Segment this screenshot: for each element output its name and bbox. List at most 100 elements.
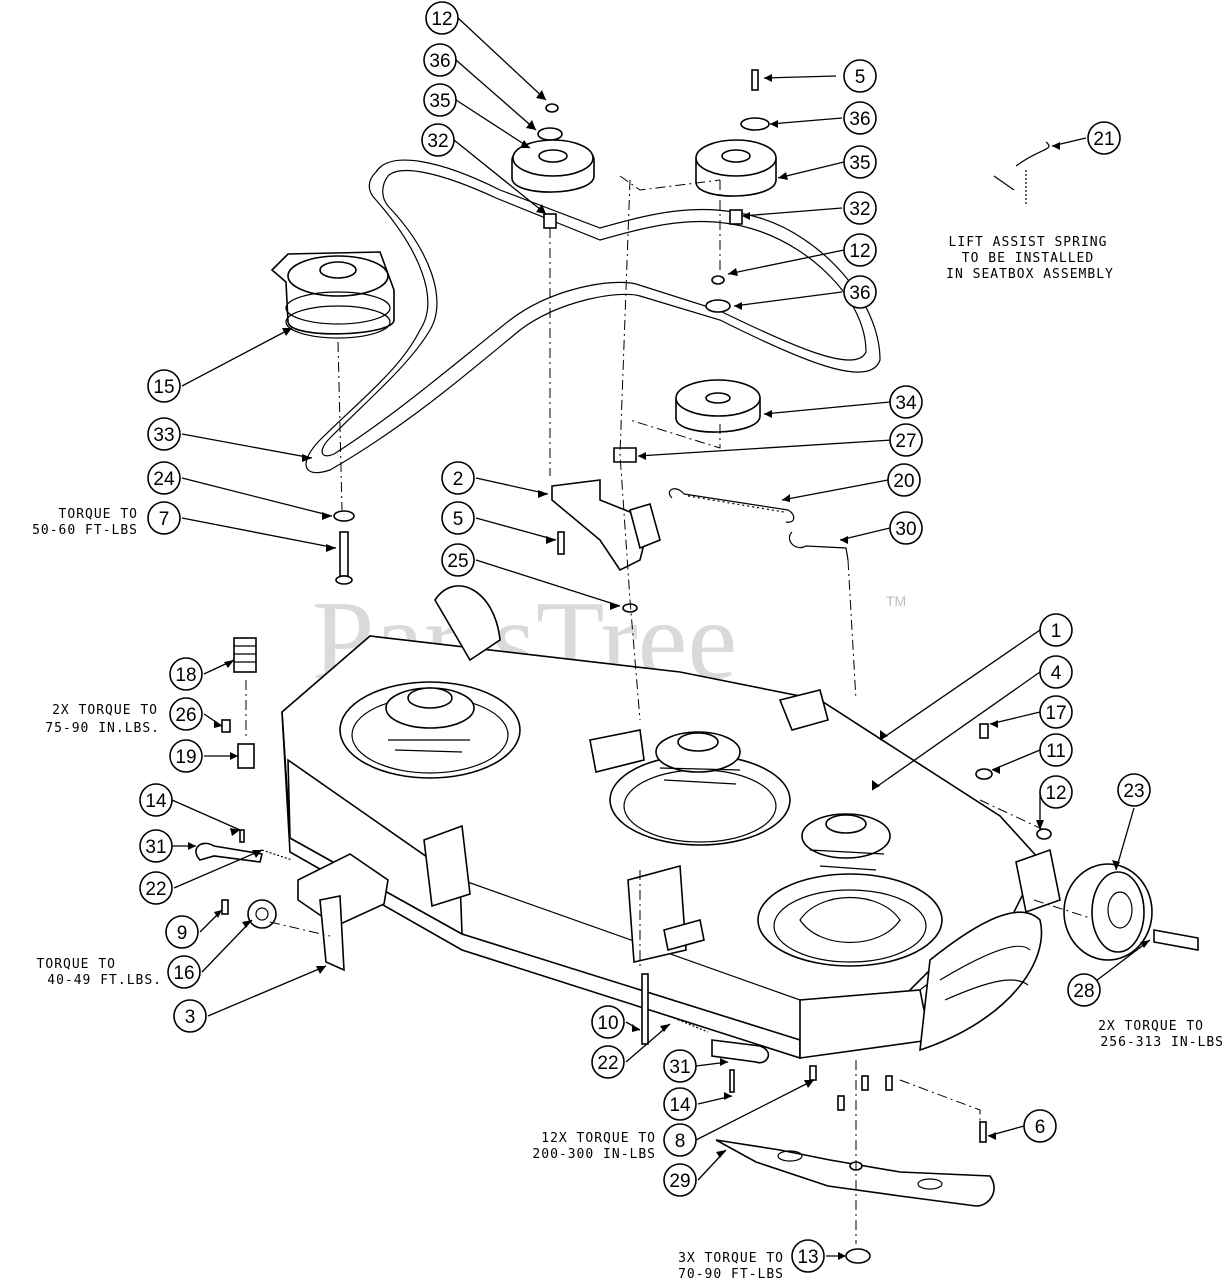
assembly-lines: [245, 175, 1091, 1244]
callout-29: 29: [663, 1163, 697, 1197]
callout-14: 14: [139, 783, 173, 817]
callout-circle: [1039, 695, 1073, 729]
callout-number: 31: [669, 1057, 690, 1078]
callout-number: 24: [153, 469, 175, 490]
callout-9: 9: [165, 915, 199, 949]
blade-bolts: [809, 1065, 987, 1143]
note-torque-28: 2X TORQUE TO 256-313 IN-LBS: [1098, 1019, 1223, 1050]
callout-36: 36: [423, 43, 457, 77]
note-torque-16: TORQUE TO 40-49 FT.LBS.: [37, 957, 161, 988]
callout-number: 12: [431, 9, 452, 30]
callout-circle: [1117, 773, 1151, 807]
idler-arm: [551, 479, 661, 572]
callout-number: 12: [849, 241, 870, 262]
callout-circle: [139, 783, 173, 817]
callout-number: 34: [895, 393, 917, 414]
callout-32: 32: [843, 191, 877, 225]
callout-circle: [1067, 973, 1101, 1007]
callout-circle: [147, 501, 181, 535]
callout-circle: [147, 417, 181, 451]
callout-number: 13: [797, 1247, 818, 1268]
callout-number: 15: [153, 377, 174, 398]
callout-number: 2: [453, 469, 464, 490]
callout-10: 10: [591, 1005, 625, 1039]
note-line: TO BE INSTALLED: [962, 251, 1094, 266]
note-line: TORQUE TO: [37, 957, 116, 972]
callout-number: 22: [597, 1053, 618, 1074]
note-torque-26: 2X TORQUE TO 75-90 IN.LBS.: [45, 703, 160, 736]
callout-number: 16: [173, 963, 194, 984]
callout-number: 36: [849, 109, 870, 130]
callout-24: 24: [147, 461, 181, 495]
callout-circle: [423, 83, 457, 117]
spindle-well-center: [589, 729, 791, 846]
callout-circle: [843, 145, 877, 179]
callout-5: 5: [843, 59, 877, 93]
callout-circle: [139, 829, 173, 863]
idler-pulley-left: [511, 103, 595, 229]
callouts: 1236353253635321236213427203015332472525…: [139, 1, 1151, 1273]
callout-number: 35: [429, 91, 450, 112]
callout-circle: [169, 739, 203, 773]
callout-16: 16: [167, 955, 201, 989]
callout-22: 22: [139, 871, 173, 905]
callout-36: 36: [843, 275, 877, 309]
callout-22: 22: [591, 1045, 625, 1079]
callout-31: 31: [139, 829, 173, 863]
callout-circle: [663, 1163, 697, 1197]
callout-circle: [1039, 775, 1073, 809]
callout-20: 20: [887, 463, 921, 497]
callout-circle: [889, 511, 923, 545]
callout-33: 33: [147, 417, 181, 451]
note-lift-assist: LIFT ASSIST SPRING TO BE INSTALLED IN SE…: [946, 235, 1113, 282]
callout-number: 12: [1045, 783, 1066, 804]
callout-circle: [843, 101, 877, 135]
callout-number: 33: [153, 425, 174, 446]
callout-circle: [165, 915, 199, 949]
callout-circle: [591, 1045, 625, 1079]
note-torque-7: TORQUE TO 50-60 FT-LBS: [32, 507, 138, 538]
note-line: TORQUE TO: [59, 507, 138, 522]
callout-27: 27: [889, 423, 923, 457]
callout-number: 36: [849, 283, 870, 304]
callout-12: 12: [1039, 775, 1073, 809]
callout-number: 23: [1123, 781, 1144, 802]
mower-blade: [715, 1139, 995, 1207]
callout-19: 19: [169, 739, 203, 773]
callout-circle: [425, 1, 459, 35]
callout-34: 34: [889, 385, 923, 419]
callout-circle: [889, 385, 923, 419]
callout-number: 20: [893, 471, 914, 492]
callout-circle: [1039, 613, 1073, 647]
callout-circle: [441, 461, 475, 495]
callout-number: 26: [175, 705, 196, 726]
callout-number: 7: [159, 509, 170, 530]
note-line: 12X TORQUE TO: [541, 1131, 656, 1146]
callout-circle: [887, 463, 921, 497]
callout-number: 19: [175, 747, 196, 768]
callout-number: 11: [1046, 741, 1066, 762]
callout-number: 4: [1051, 663, 1062, 684]
callout-circle: [139, 871, 173, 905]
callout-circle: [663, 1049, 697, 1083]
callout-number: 32: [427, 131, 448, 152]
note-line: 70-90 FT-LBS: [678, 1267, 784, 1280]
callout-number: 8: [675, 1131, 686, 1152]
extension-spring: [668, 488, 795, 523]
callout-17: 17: [1039, 695, 1073, 729]
note-line: LIFT ASSIST SPRING: [949, 235, 1108, 250]
electric-clutch: [270, 251, 395, 339]
callout-circle: [1039, 733, 1073, 767]
callout-6: 6: [1023, 1109, 1057, 1143]
callout-circle: [591, 1005, 625, 1039]
callout-circle: [167, 955, 201, 989]
callout-number: 1: [1051, 621, 1062, 642]
callout-circle: [843, 233, 877, 267]
note-line: 2X TORQUE TO: [1098, 1019, 1204, 1034]
callout-number: 29: [669, 1171, 690, 1192]
callout-31: 31: [663, 1049, 697, 1083]
note-line: 75-90 IN.LBS.: [45, 721, 160, 736]
callout-30: 30: [889, 511, 923, 545]
callout-circle: [421, 123, 455, 157]
